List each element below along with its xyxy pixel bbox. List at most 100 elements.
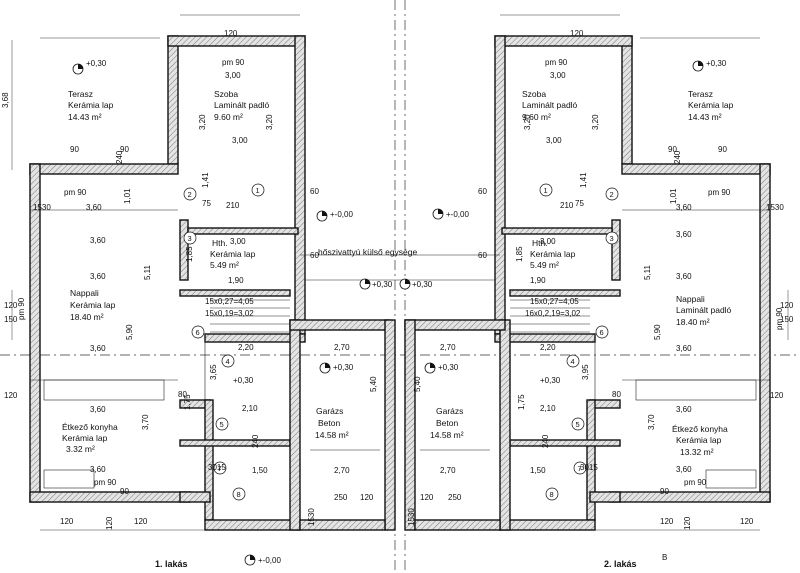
svg-text:3,00: 3,00 bbox=[232, 136, 248, 145]
u2-garage-area: 14.58 m² bbox=[430, 430, 464, 440]
svg-text:3: 3 bbox=[188, 234, 192, 243]
svg-text:120: 120 bbox=[780, 301, 794, 310]
u2-garage-floor: Beton bbox=[436, 418, 458, 428]
u2-hth-area: 5.49 m² bbox=[530, 260, 559, 270]
u1-hth-area: 5.49 m² bbox=[210, 260, 239, 270]
u2-hth-floor: Kerámia lap bbox=[530, 249, 576, 259]
svg-text:3,65: 3,65 bbox=[209, 364, 218, 380]
svg-text:1530: 1530 bbox=[766, 203, 784, 212]
elevation-marker-bottom bbox=[244, 554, 256, 566]
svg-text:1,50: 1,50 bbox=[252, 466, 268, 475]
u2-kitchen-floor: Kerámia lap bbox=[676, 435, 722, 445]
svg-text:90: 90 bbox=[660, 487, 669, 496]
svg-text:7: 7 bbox=[218, 464, 222, 473]
unit2-title: 2. lakás bbox=[604, 559, 637, 569]
svg-text:7: 7 bbox=[578, 464, 582, 473]
svg-text:1,75: 1,75 bbox=[183, 394, 192, 410]
svg-text:2,70: 2,70 bbox=[440, 343, 456, 352]
svg-text:120: 120 bbox=[360, 493, 374, 502]
svg-text:3,60: 3,60 bbox=[676, 405, 692, 414]
svg-text:1: 1 bbox=[256, 186, 260, 195]
svg-text:150: 150 bbox=[4, 315, 18, 324]
svg-text:3,20: 3,20 bbox=[265, 114, 274, 130]
svg-text:1,85: 1,85 bbox=[515, 246, 524, 262]
svg-text:3,00: 3,00 bbox=[546, 136, 562, 145]
u1-szoba-area: 9.60 m² bbox=[214, 112, 243, 122]
svg-text:3,60: 3,60 bbox=[90, 272, 106, 281]
u1-terrace-floor: Kerámia lap bbox=[68, 100, 114, 110]
u2-nappali-name: Nappali bbox=[676, 294, 705, 304]
svg-text:pm 90: pm 90 bbox=[222, 58, 245, 67]
unit2-walls bbox=[404, 35, 771, 531]
svg-text:60: 60 bbox=[310, 187, 319, 196]
svg-text:6: 6 bbox=[196, 328, 200, 337]
svg-text:pm 90: pm 90 bbox=[708, 188, 731, 197]
u2-garage-name: Garázs bbox=[436, 406, 463, 416]
elev-center-right: +0,30 bbox=[412, 280, 433, 289]
svg-text:1,01: 1,01 bbox=[669, 188, 678, 204]
svg-text:8: 8 bbox=[237, 490, 241, 499]
svg-text:1,01: 1,01 bbox=[123, 188, 132, 204]
svg-text:2: 2 bbox=[188, 190, 192, 199]
u1-nappali-name: Nappali bbox=[70, 288, 99, 298]
u1-kitchen-name: Étkező konyha bbox=[62, 422, 118, 432]
svg-text:3,60: 3,60 bbox=[86, 203, 102, 212]
numbered-marks bbox=[183, 183, 619, 501]
svg-text:pm 90: pm 90 bbox=[545, 58, 568, 67]
svg-text:120: 120 bbox=[4, 301, 18, 310]
svg-text:3,60: 3,60 bbox=[676, 272, 692, 281]
u1-kitchen-area: 3.32 m² bbox=[66, 444, 95, 454]
u2-stair-a: 15x0,27=4,05 bbox=[530, 297, 579, 306]
svg-text:3,60: 3,60 bbox=[676, 230, 692, 239]
u2-terrace-name: Terasz bbox=[688, 89, 713, 99]
svg-text:250: 250 bbox=[334, 493, 348, 502]
stairs-left bbox=[210, 299, 290, 333]
svg-text:120: 120 bbox=[683, 516, 692, 530]
svg-text:1530: 1530 bbox=[33, 203, 51, 212]
svg-text:3,60: 3,60 bbox=[90, 344, 106, 353]
svg-text:8: 8 bbox=[550, 490, 554, 499]
u1-szoba-floor: Laminált padló bbox=[214, 100, 270, 110]
svg-text:80: 80 bbox=[178, 390, 187, 399]
svg-text:2,10: 2,10 bbox=[242, 404, 258, 413]
svg-text:3,00: 3,00 bbox=[230, 237, 246, 246]
u1-szoba-name: Szoba bbox=[214, 89, 238, 99]
svg-text:1,85: 1,85 bbox=[185, 246, 194, 262]
u1-nappali-area: 18.40 m² bbox=[70, 312, 104, 322]
svg-text:2: 2 bbox=[610, 190, 614, 199]
svg-text:5,40: 5,40 bbox=[369, 376, 378, 392]
u1-terrace-area: 14.43 m² bbox=[68, 112, 102, 122]
svg-text:240: 240 bbox=[251, 434, 260, 448]
svg-text:3,20: 3,20 bbox=[198, 114, 207, 130]
svg-text:120: 120 bbox=[134, 517, 148, 526]
u2-szoba-floor: Laminált padló bbox=[522, 100, 578, 110]
svg-text:90: 90 bbox=[668, 145, 677, 154]
svg-text:3,70: 3,70 bbox=[141, 414, 150, 430]
elevation-marker-center-right bbox=[399, 278, 411, 290]
svg-text:3,60: 3,60 bbox=[90, 465, 106, 474]
elevation-marker-terrace-right bbox=[692, 60, 704, 72]
u1-stair-a: 15x0,27=4,05 bbox=[205, 297, 254, 306]
svg-text:80: 80 bbox=[612, 390, 621, 399]
svg-text:3,60: 3,60 bbox=[676, 203, 692, 212]
svg-text:120: 120 bbox=[224, 29, 238, 38]
svg-text:150: 150 bbox=[780, 315, 794, 324]
svg-text:5,90: 5,90 bbox=[653, 324, 662, 340]
svg-text:pm 90: pm 90 bbox=[94, 478, 117, 487]
svg-text:210: 210 bbox=[560, 201, 574, 210]
elev-garage-right: +0,30 bbox=[438, 363, 459, 372]
elev-ground-left: +-0,00 bbox=[330, 210, 353, 219]
svg-text:3,00: 3,00 bbox=[550, 71, 566, 80]
svg-text:5,11: 5,11 bbox=[643, 264, 652, 280]
svg-text:1: 1 bbox=[544, 186, 548, 195]
unit1-title: 1. lakás bbox=[155, 559, 188, 569]
svg-text:120: 120 bbox=[4, 391, 18, 400]
svg-text:120: 120 bbox=[570, 29, 584, 38]
elev-stair-left: +0,30 bbox=[233, 376, 254, 385]
svg-text:1,90: 1,90 bbox=[228, 276, 244, 285]
svg-text:90: 90 bbox=[120, 145, 129, 154]
svg-text:120: 120 bbox=[740, 517, 754, 526]
svg-text:6: 6 bbox=[600, 328, 604, 337]
u2-hth-name: Hth. bbox=[532, 238, 548, 248]
svg-text:2,20: 2,20 bbox=[540, 343, 556, 352]
